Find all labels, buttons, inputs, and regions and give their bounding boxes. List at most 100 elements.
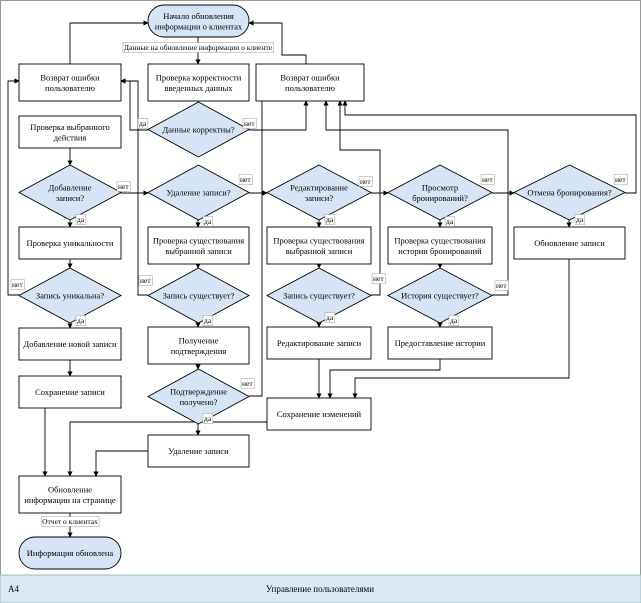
dec-cancel-node: Отмена бронирования? — [512, 164, 627, 221]
connector-4 — [69, 20, 149, 64]
connector-21 — [93, 450, 148, 477]
err-right-text-0: Возврат ошибки — [280, 72, 340, 82]
get-confirm-text-0: Получение — [179, 335, 219, 345]
edit-record-text-0: Редактирование записи — [277, 338, 362, 348]
connector-17 — [120, 78, 148, 296]
dec-valid-text-0: Данные корректны? — [162, 125, 234, 135]
update-record-text-0: Обновление записи — [534, 238, 605, 248]
no-label-add: нет — [118, 182, 129, 191]
yes-label-delete: да — [204, 217, 212, 226]
start-text-1: информации о клиентах — [155, 21, 243, 31]
yes-label-history: да — [450, 316, 458, 325]
dec-view-text-1: бронирований? — [412, 193, 468, 203]
dec-unique-text-0: Запись уникальна? — [36, 291, 104, 301]
yes-label-confirm: да — [204, 414, 212, 423]
dec-history-node: История существует? — [387, 267, 493, 324]
dec-delete-node: Удаление записи? — [147, 164, 250, 221]
no-label-exist-edit: нет — [373, 274, 384, 283]
add-record-node: Добавление новой записи — [18, 327, 122, 361]
connector-33 — [327, 359, 441, 399]
yes-label-unique: да — [77, 316, 85, 325]
delete-record-node: Удаление записи — [147, 434, 250, 468]
connector-38 — [248, 20, 307, 64]
dec-edit-text-1: записи? — [305, 193, 333, 203]
add-record-text-0: Добавление новой записи — [23, 339, 117, 349]
report-label: Отчет о клиентах — [42, 517, 98, 526]
connector-27 — [337, 100, 381, 296]
validate-text-1: введенных данных — [164, 83, 233, 93]
connector-12 — [7, 78, 20, 296]
update-record-node: Обновление записи — [513, 226, 626, 260]
check-exist-del-text-1: выбранной записи — [165, 246, 232, 256]
connector-37 — [342, 100, 637, 194]
dec-valid-node: Данные корректны? — [147, 101, 250, 158]
no-label-history: нет — [496, 281, 507, 290]
no-label-cancel: нет — [615, 175, 626, 184]
check-action-text-1: действия — [54, 132, 87, 142]
no-label-valid: нет — [244, 119, 255, 128]
save-record-text-0: Сохранение записи — [35, 387, 105, 397]
check-exist-edit-text-0: Проверка существования — [273, 235, 364, 245]
dec-exist-edit-text-0: Запись существует? — [283, 291, 355, 301]
check-history-text-1: истории бронирований — [398, 246, 482, 256]
provide-history-text-0: Предоставление истории — [395, 338, 486, 348]
err-right-text-1: пользователю — [285, 83, 336, 93]
yes-label-edit: да — [326, 215, 334, 224]
edit-record-node: Редактирование записи — [266, 326, 372, 360]
dec-cancel-text-0: Отмена бронирования? — [527, 188, 612, 198]
yes-label-add: да — [77, 215, 85, 224]
footer-title: Управление пользователями — [266, 584, 374, 594]
no-label-unique: нет — [12, 280, 23, 289]
err-left-text-1: пользователю — [45, 83, 96, 93]
dec-confirm-text-0: Подтверждение — [170, 386, 227, 396]
get-confirm-text-1: подтверждения — [171, 346, 227, 356]
save-changes-text-0: Сохранение изменений — [277, 409, 362, 419]
save-record-node: Сохранение записи — [18, 375, 122, 409]
connectors — [7, 20, 637, 538]
connector-34 — [323, 100, 509, 296]
delete-record-text-0: Удаление записи — [168, 446, 229, 456]
no-label-view: нет — [482, 175, 493, 184]
no-label-exist-del: нет — [140, 276, 151, 285]
connector-36 — [352, 259, 570, 399]
edge-labels: Данные на обновление информации о клиент… — [10, 42, 628, 527]
data-input-label: Данные на обновление информации о клиент… — [124, 43, 273, 52]
yes-label-exist-edit: да — [326, 313, 334, 322]
dec-exist-del-text-0: Запись существует? — [163, 291, 235, 301]
dec-view-text-0: Просмотр — [422, 182, 458, 192]
dec-confirm-text-1: получено? — [180, 397, 218, 407]
check-history-text-0: Проверка существования — [394, 235, 485, 245]
footer-sheet: A4 — [8, 584, 19, 594]
check-exist-edit-text-1: выбранной записи — [286, 246, 353, 256]
dec-add-text-1: записи? — [56, 193, 84, 203]
provide-history-node: Предоставление истории — [387, 326, 493, 360]
check-action-text-0: Проверка выбранного — [30, 122, 109, 132]
connector-2 — [249, 100, 309, 131]
dec-exist-del-node: Запись существует? — [147, 267, 250, 324]
yes-label-exist-del: да — [204, 316, 212, 325]
start-text-0: Начало обновления — [163, 11, 234, 21]
check-unique-text-0: Проверка уникальности — [27, 238, 114, 248]
check-exist-del-text-0: Проверка существования — [153, 235, 244, 245]
no-label-edit: нет — [360, 177, 371, 186]
yes-label-view: да — [446, 217, 454, 226]
no-label-delete: нет — [240, 175, 251, 184]
dec-delete-text-0: Удаление записи? — [166, 188, 230, 198]
save-changes-node: Сохранение изменений — [266, 397, 372, 431]
footer-bar — [0, 574, 641, 603]
